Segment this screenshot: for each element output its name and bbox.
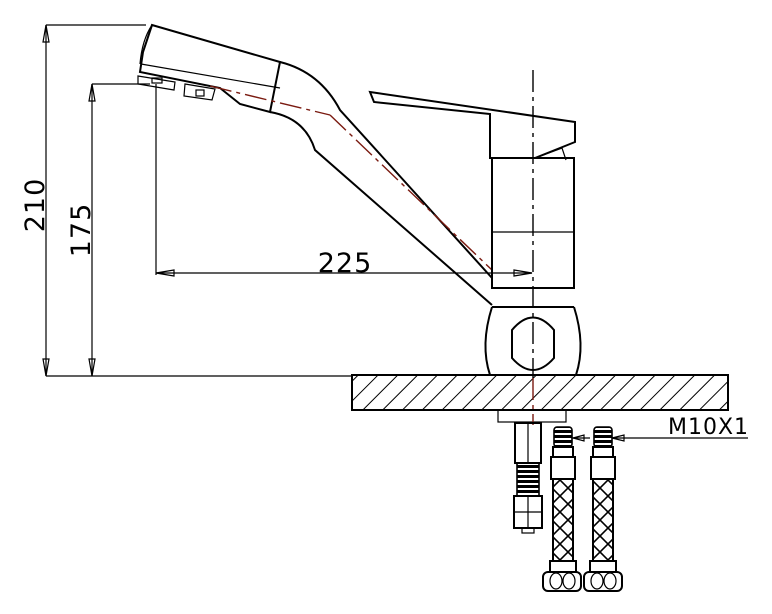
mounting-stud — [513, 422, 543, 534]
dimension-spout-height: 175 — [66, 83, 150, 377]
dimension-total-height: 210 — [20, 24, 352, 377]
countertop — [351, 374, 729, 411]
dimension-label-210: 210 — [20, 178, 51, 233]
dimension-label-175: 175 — [66, 203, 97, 258]
mounting-flange — [497, 409, 567, 423]
thread-size-label: M10X1 — [668, 415, 749, 440]
flex-hose-right — [583, 426, 623, 592]
dimension-spout-reach: 225 — [155, 84, 533, 279]
dimension-label-225: 225 — [318, 248, 373, 279]
faucet-spout — [137, 23, 493, 306]
faucet-lever-handle — [368, 90, 576, 161]
dimension-thread-callout: M10X1 — [570, 415, 749, 442]
flex-hose-left — [542, 426, 582, 592]
